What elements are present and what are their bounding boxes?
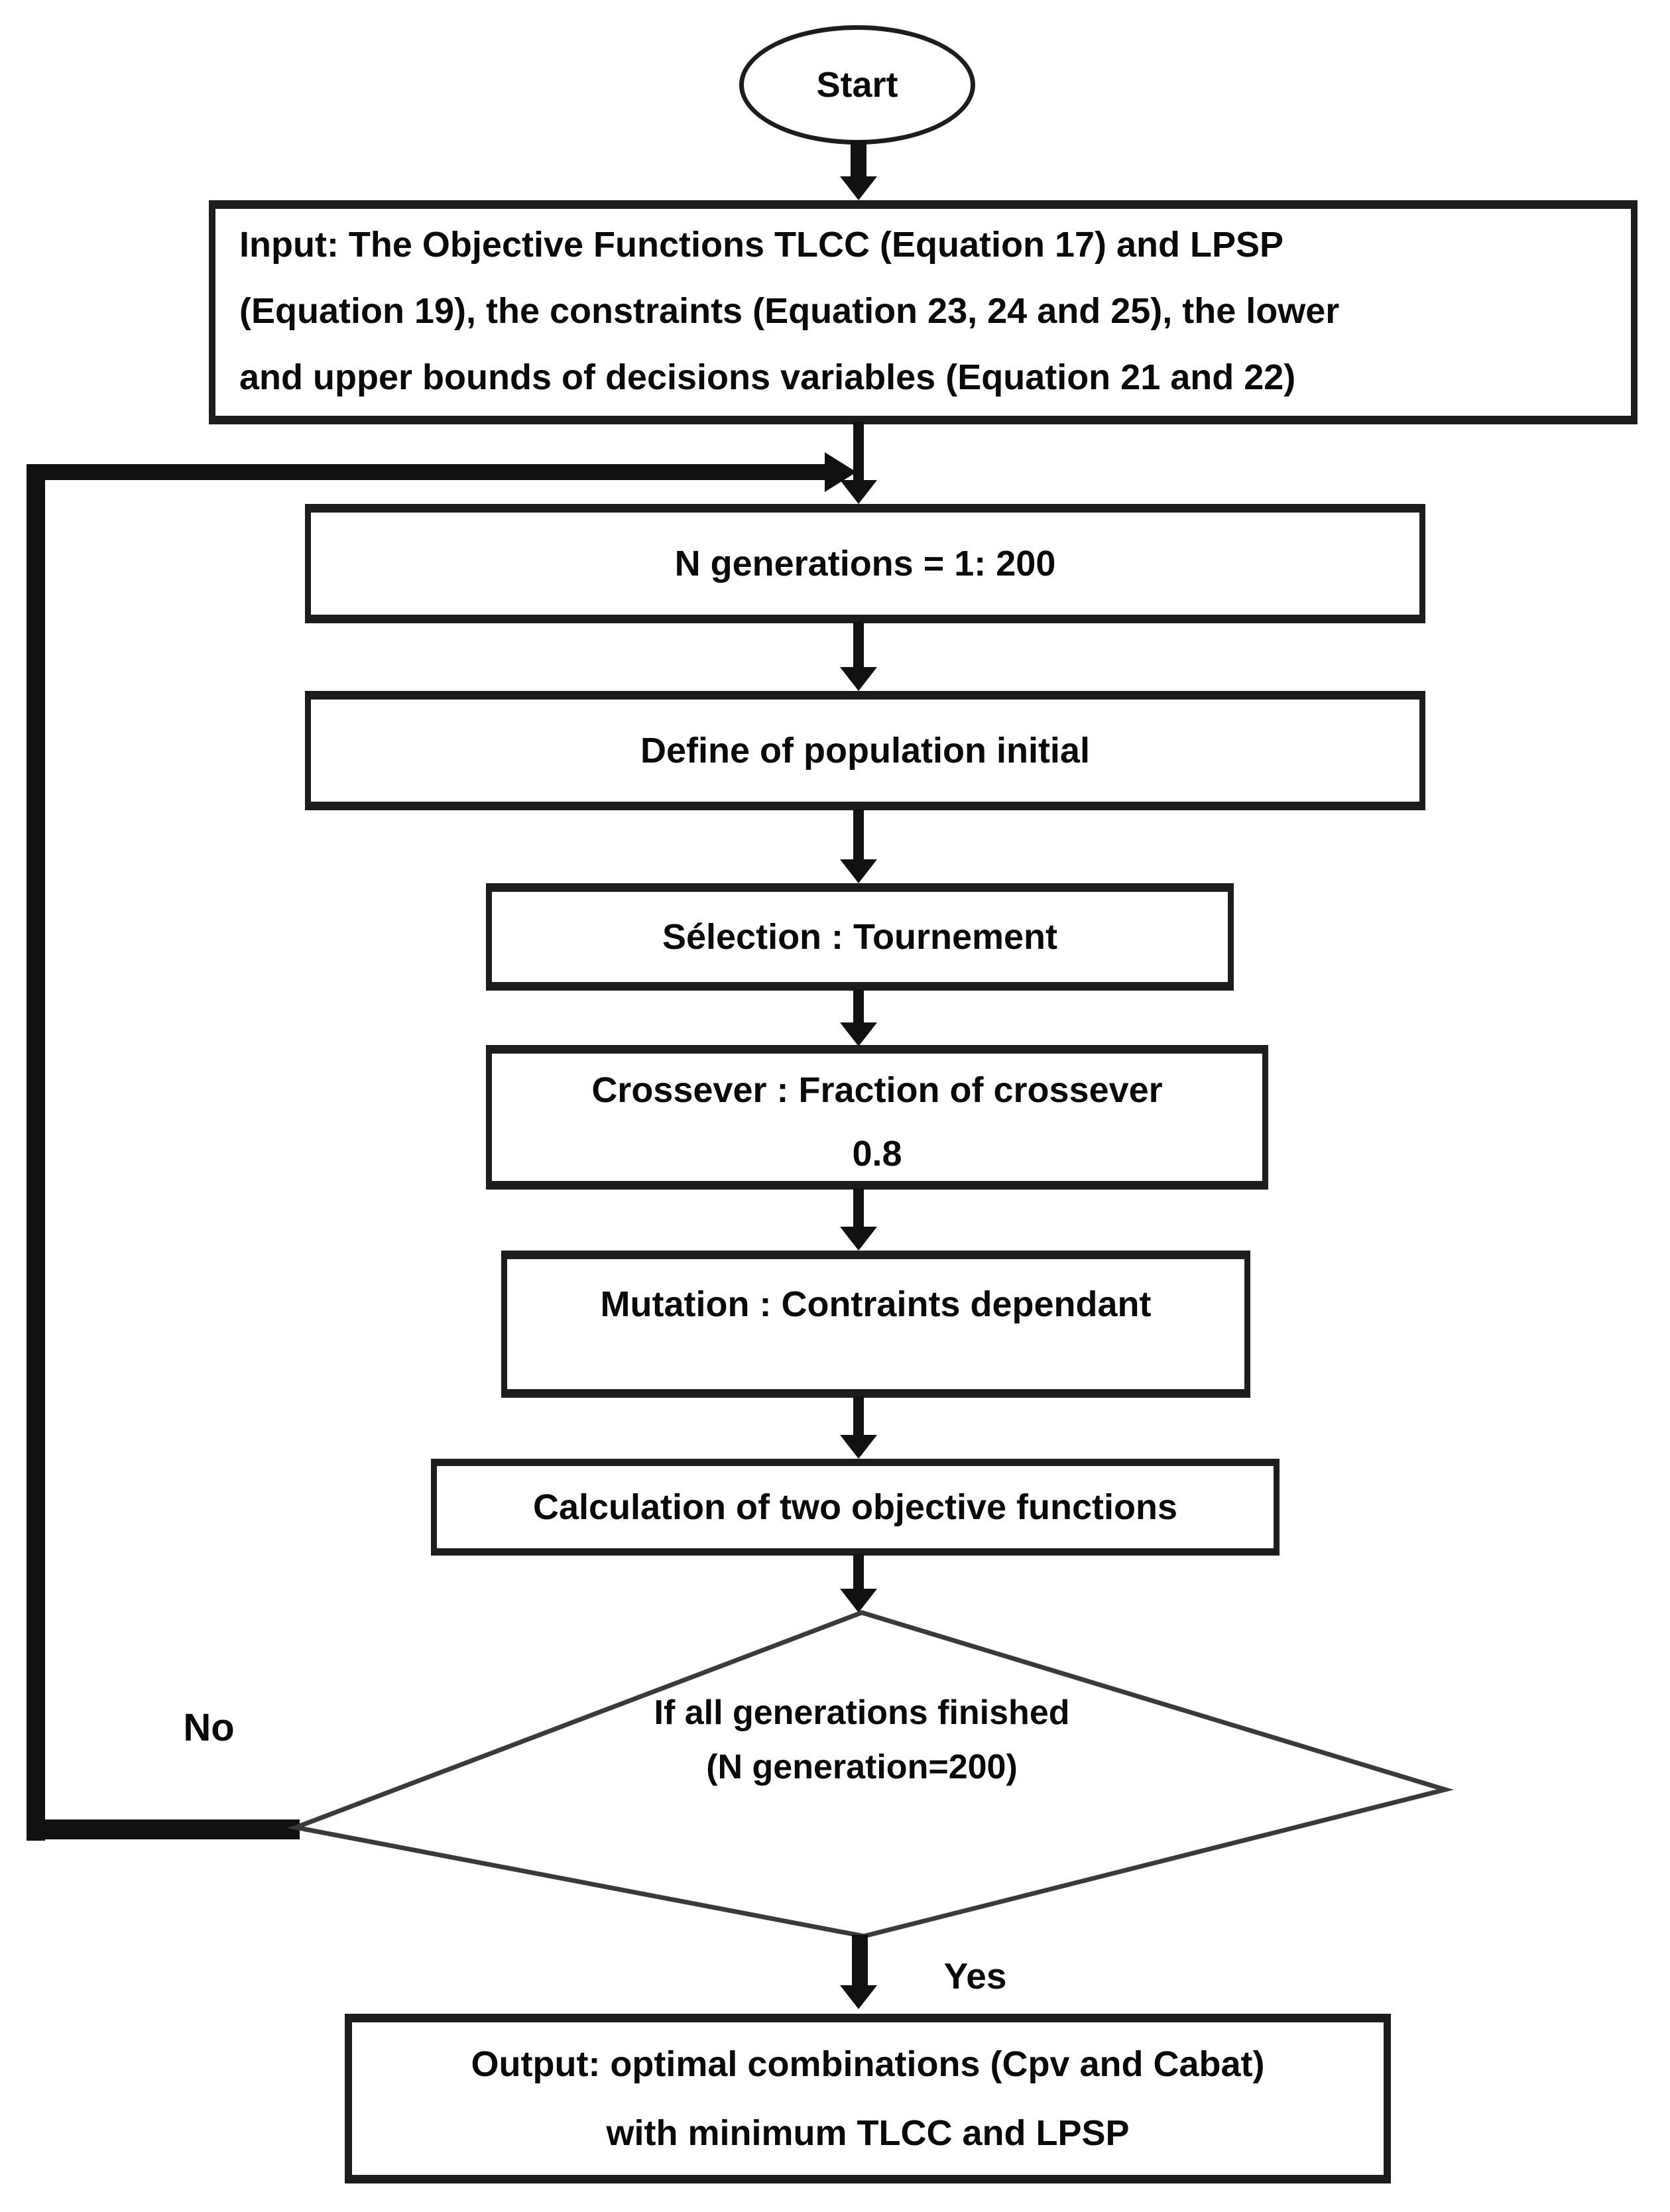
input-line-3: and upper bounds of decisions variables … [239,357,1296,397]
crossover-process-box: Crossever : Fraction of crossever 0.8 [486,1045,1268,1190]
edge-calculation-to-decision [853,1554,864,1591]
arrowhead-down-icon [840,667,877,691]
output-process-box: Output: optimal combinations (Cpv and Ca… [345,2014,1391,2183]
mutation-process-box: Mutation : Contraints dependant [501,1251,1250,1398]
generations-label: N generations = 1: 200 [674,543,1056,584]
edge-population-to-selection [853,809,864,862]
population-label: Define of population initial [640,730,1090,770]
input-process-box: Input: The Objective Functions TLCC (Equ… [209,200,1638,424]
no-loop-bottom-line [27,1819,300,1839]
arrowhead-down-icon [840,1022,877,1046]
calculation-label: Calculation of two objective functions [532,1487,1178,1527]
selection-process-box: Sélection : Tournement [486,883,1234,991]
arrowhead-down-icon [840,1227,877,1251]
decision-line-2: (N generation=200) [706,1748,1018,1786]
crossover-line-1: Crossever : Fraction of crossever [591,1070,1163,1110]
crossover-line-2: 0.8 [852,1134,902,1174]
output-line-1: Output: optimal combinations (Cpv and Ca… [471,2044,1265,2084]
no-loop-left-line [27,464,45,1841]
edge-crossover-to-mutation [853,1188,864,1229]
generations-process-box: N generations = 1: 200 [305,504,1425,623]
arrowhead-down-icon [840,1435,877,1459]
arrowhead-down-icon [840,176,877,200]
selection-label: Sélection : Tournement [662,916,1058,957]
start-terminator: Start [739,25,975,145]
edge-decision-to-output [852,1935,868,1988]
mutation-label: Mutation : Contraints dependant [600,1284,1152,1324]
start-label: Start [816,65,898,105]
edge-generations-to-population [853,622,864,670]
decision-label: If all generations finished (N generatio… [298,1686,1425,1794]
arrowhead-down-icon [840,1985,877,2009]
edge-selection-to-crossover [853,989,864,1025]
yes-branch-label: Yes [943,1955,1007,1997]
arrowhead-down-icon [840,859,877,883]
population-process-box: Define of population initial [305,691,1425,810]
calculation-process-box: Calculation of two objective functions [431,1459,1280,1556]
output-line-2: with minimum TLCC and LPSP [606,2113,1130,2153]
input-line-2: (Equation 19), the constraints (Equation… [239,291,1340,331]
arrowhead-down-icon [840,1589,877,1613]
no-branch-label: No [183,1706,235,1749]
edge-mutation-to-calculation [853,1396,864,1438]
decision-line-1: If all generations finished [654,1693,1070,1732]
input-line-1: Input: The Objective Functions TLCC (Equ… [239,225,1284,265]
arrowhead-right-icon [825,452,857,492]
no-loop-top-line [27,464,825,480]
edge-start-to-input [851,141,866,180]
